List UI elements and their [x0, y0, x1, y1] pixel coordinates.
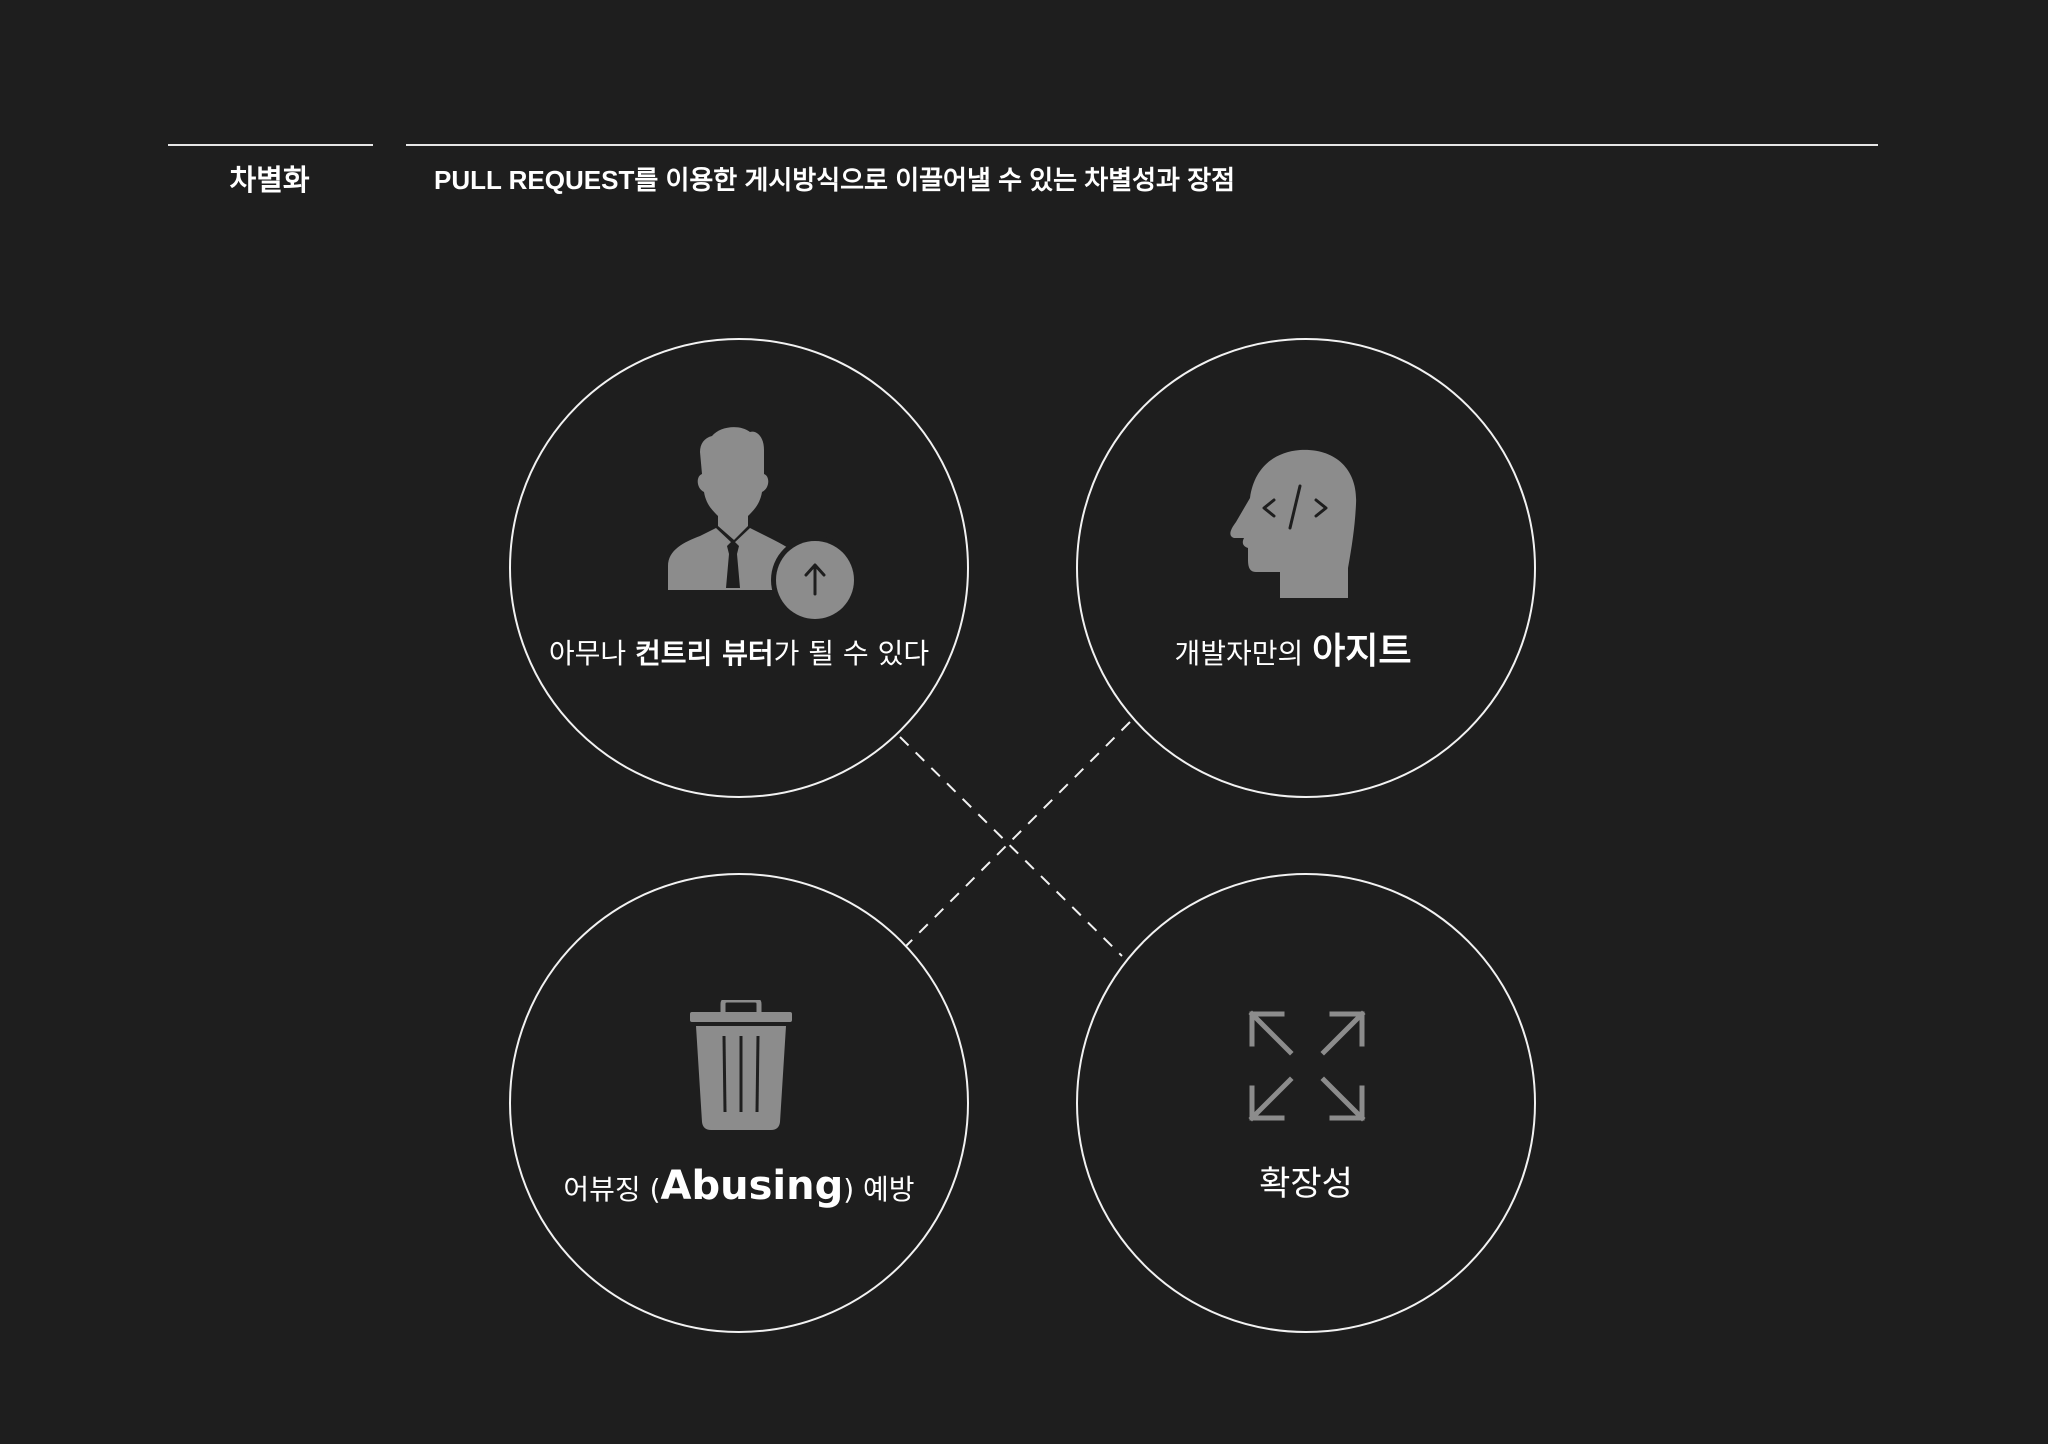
- card-circle-abusing: [509, 873, 969, 1333]
- card-circle-scalability: [1076, 873, 1536, 1333]
- caption-abusing-post: ) 예방: [843, 1173, 915, 1206]
- caption-abusing-pre: 어뷰징 (: [563, 1173, 661, 1206]
- caption-contributor: 아무나 컨트리 뷰터가 될 수 있다: [459, 630, 1019, 678]
- trash-icon: [690, 1000, 792, 1130]
- caption-contributor-strong: 컨트리 뷰터: [635, 637, 774, 670]
- section-rule: [168, 144, 373, 146]
- heading-rule: [406, 144, 1878, 146]
- page-heading: PULL REQUEST를 이용한 게시방식으로 이끌어낼 수 있는 차별성과 …: [434, 165, 1236, 195]
- card-circle-contributor: [509, 338, 969, 798]
- caption-scalability-pre: 확장성: [1259, 1164, 1353, 1204]
- caption-hideout: 개발자만의 아지트: [1013, 628, 1573, 678]
- caption-scalability: 확장성: [1026, 1160, 1586, 1208]
- connector-line-b: [905, 721, 1131, 947]
- caption-hideout-pre: 개발자만의: [1174, 637, 1313, 670]
- section-label: 차별화: [229, 163, 310, 197]
- caption-contributor-pre: 아무나: [548, 637, 636, 670]
- caption-hideout-strong: 아지트: [1312, 631, 1412, 672]
- caption-abusing-strong: Abusing: [660, 1163, 844, 1209]
- head-code-icon: [1230, 449, 1357, 598]
- connector-line-a: [899, 736, 1123, 957]
- expand-arrows-icon: [1248, 1010, 1366, 1122]
- card-circle-hideout: [1076, 338, 1536, 798]
- user-upload-icon: [668, 427, 859, 620]
- caption-contributor-post: 가 될 수 있다: [773, 637, 930, 670]
- caption-abusing: 어뷰징 (Abusing) 예방: [459, 1162, 1019, 1214]
